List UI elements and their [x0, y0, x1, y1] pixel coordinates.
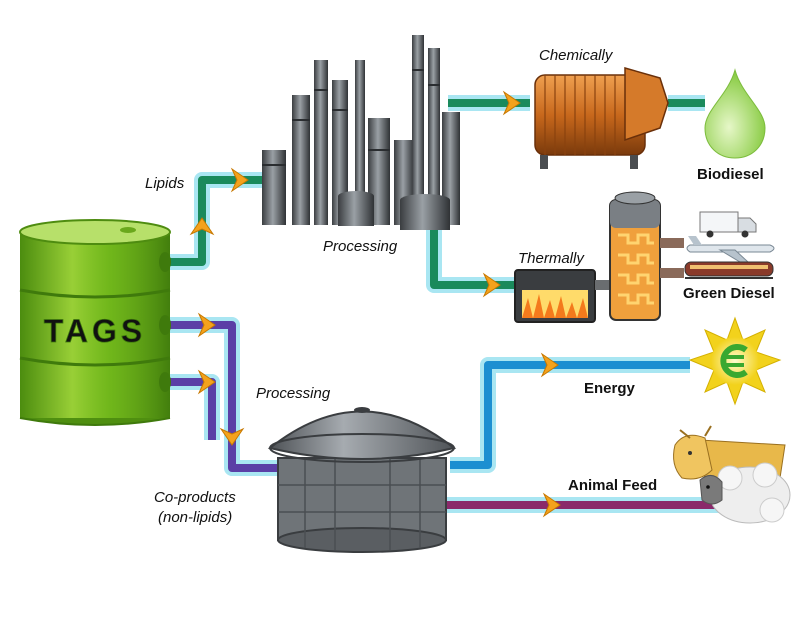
green-diesel-label: Green Diesel	[683, 285, 775, 302]
chemically-label: Chemically	[539, 47, 614, 64]
reactor-icon	[534, 67, 669, 169]
pipes	[168, 95, 730, 513]
coproducts-label: Co-products	[154, 489, 236, 506]
coproducts-sublabel: (non-lipids)	[158, 509, 232, 526]
flow-arrows	[189, 90, 561, 518]
arrow-right-icon	[230, 167, 249, 193]
digester-tank-icon	[267, 407, 457, 553]
arrow-right-icon	[197, 312, 216, 338]
energy-label: Energy	[584, 380, 636, 397]
arrow-down-icon	[219, 427, 245, 446]
arrow-right-icon	[482, 272, 501, 298]
truck-icon	[699, 211, 757, 238]
lipids-label: Lipids	[145, 175, 185, 192]
arrow-right-icon	[540, 352, 559, 378]
arrow-right-icon	[542, 492, 561, 518]
biodiesel-label: Biodiesel	[697, 166, 764, 183]
animal-feed-label: Animal Feed	[568, 477, 657, 494]
thermally-label: Thermally	[518, 250, 585, 267]
airplane-icon	[686, 236, 775, 263]
processing-bottom-label: Processing	[256, 385, 331, 402]
pipe-tank-to-digester-lower	[168, 374, 220, 440]
refinery-stripes	[262, 69, 440, 166]
distillation-column-icon	[609, 191, 684, 321]
refinery-icon	[262, 35, 460, 230]
processing-top-label: Processing	[323, 238, 398, 255]
energy-sun-icon	[688, 316, 782, 406]
tank-label: TAGS	[44, 313, 147, 349]
train-icon	[684, 261, 774, 279]
oil-drum-icon	[19, 219, 171, 426]
arrow-right-icon	[197, 369, 216, 395]
sheep-icon	[699, 462, 791, 524]
arrow-right-icon	[502, 90, 521, 116]
arrow-up-icon	[189, 217, 215, 236]
pipe-tank-to-refinery	[168, 172, 262, 270]
pipe-refinery-to-furnace	[426, 225, 515, 293]
droplet-icon	[704, 68, 766, 159]
furnace-icon	[514, 269, 613, 323]
